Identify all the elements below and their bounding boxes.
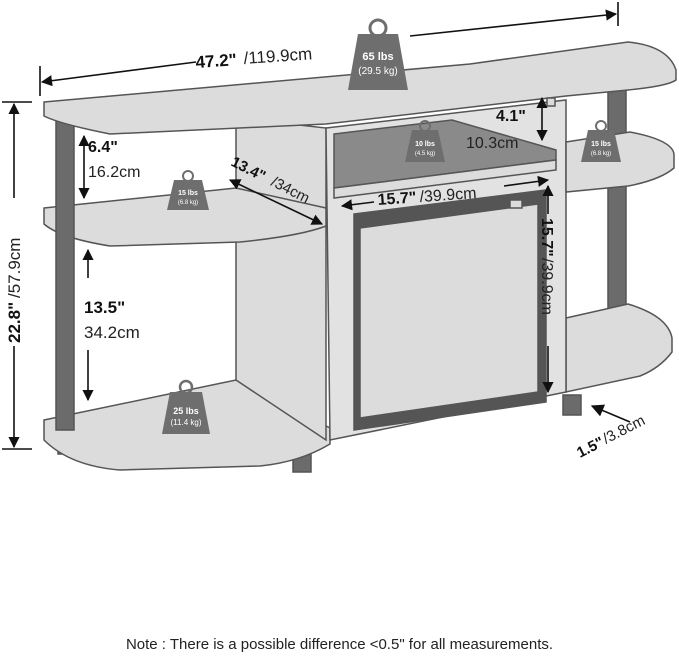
opening-label-imperial: 4.1" — [496, 108, 526, 125]
width-line-left — [40, 61, 197, 87]
weight-badge-bottom-shelf: 25 lbs (11.4 kg) — [162, 379, 210, 434]
weight-badge-top: 65 lbs (29.5 kg) — [348, 18, 408, 90]
right-leg — [562, 394, 582, 416]
dimension-lines — [2, 2, 631, 450]
weight-middle-kg: (4.5 kg) — [415, 151, 435, 157]
opening-label-metric: 10.3cm — [466, 135, 518, 152]
weight-middle-lbs: 10 lbs — [415, 141, 435, 148]
width-label-imperial: 47.2" — [195, 50, 237, 72]
cube-width-line-right — [503, 175, 550, 187]
lower-gap-label-imperial: 13.5" — [84, 298, 125, 317]
weight-bottom-lbs: 25 lbs — [173, 406, 199, 416]
middle-shelf-board — [333, 159, 557, 199]
cube-width-label-imperial: 15.7" — [377, 189, 417, 209]
front-left-post — [55, 117, 75, 431]
cube-width-line-left — [340, 199, 375, 211]
depth-line — [228, 179, 324, 225]
weight-left-lbs: 15 lbs — [178, 190, 198, 197]
bottom-shelf-right — [565, 303, 673, 393]
top-knob — [546, 97, 556, 107]
weight-top-kg: (29.5 kg) — [358, 66, 397, 77]
cube-height-label-metric: /39.9cm — [538, 258, 555, 315]
cube-height-label-imperial: 15.7" — [538, 218, 555, 257]
weight-right-kg: (6.8 kg) — [591, 151, 611, 157]
height-label-imperial: 22.8" — [5, 302, 24, 343]
cube-door-panel — [359, 203, 539, 419]
leg-pointer — [590, 404, 631, 423]
top-gap-label-imperial: 6.4" — [88, 139, 118, 156]
weight-right-lbs: 15 lbs — [591, 141, 611, 148]
measurement-note: Note : There is a possible difference <0… — [125, 636, 554, 653]
leg-label-metric: /3.8cm — [600, 412, 648, 448]
middle-compartment — [333, 119, 557, 189]
door-latch — [509, 199, 523, 209]
weight-badge-middle: 10 lbs (4.5 kg) — [405, 120, 445, 162]
weight-left-kg: (6.8 kg) — [178, 200, 198, 206]
back-right-post — [607, 85, 627, 319]
cube-width-label-metric: /39.9cm — [419, 185, 477, 206]
width-label-metric: /119.9cm — [243, 44, 313, 68]
weight-badge-left-shelf: 15 lbs (6.8 kg) — [167, 170, 209, 210]
lower-gap-label-metric: 34.2cm — [84, 323, 140, 342]
weight-top-lbs: 65 lbs — [362, 51, 393, 63]
top-gap-label-metric: 16.2cm — [88, 164, 140, 181]
weight-badge-right-shelf: 15 lbs (6.8 kg) — [581, 120, 621, 162]
width-line-right — [409, 9, 618, 37]
tv-stand — [43, 41, 677, 473]
height-label-metric: /57.9cm — [5, 238, 24, 298]
weight-bottom-kg: (11.4 kg) — [171, 418, 202, 427]
